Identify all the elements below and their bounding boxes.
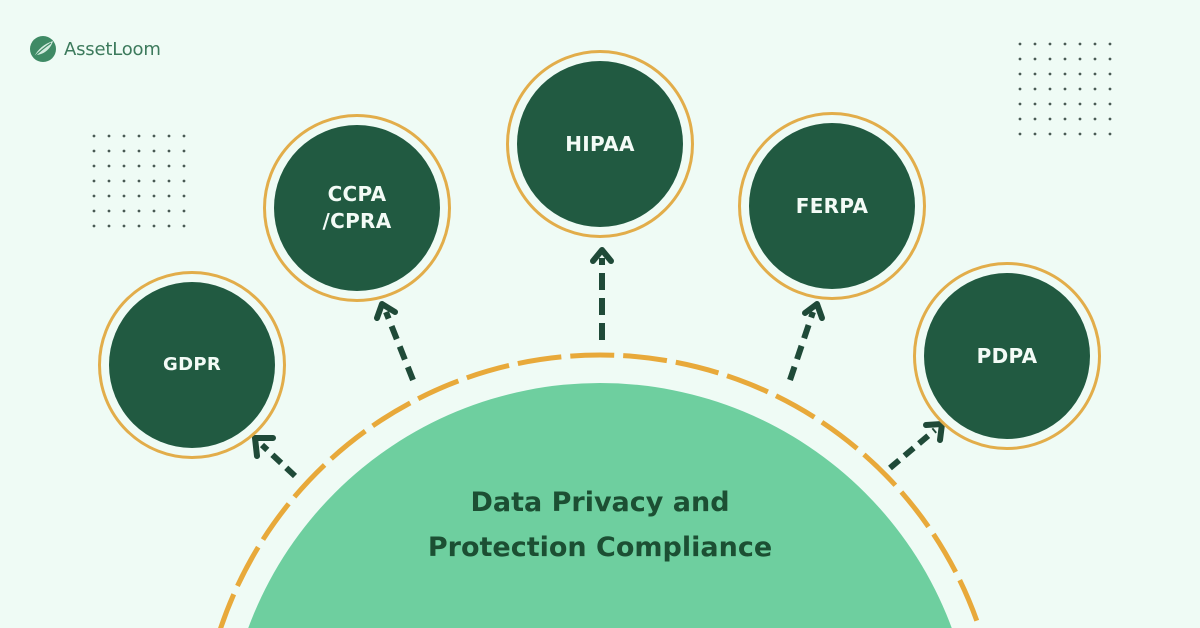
node-ccpa-cpra-label: CCPA /CPRA (322, 182, 392, 233)
node-ferpa-label: FERPA (795, 193, 869, 218)
node-hipaa: HIPAA (506, 50, 694, 238)
node-gdpr-fill: GDPR (109, 282, 275, 448)
dot-grid-right (1018, 42, 1112, 136)
node-pdpa: PDPA (913, 262, 1101, 450)
center-title: Data Privacy and Protection Compliance (300, 480, 900, 570)
node-pdpa-fill: PDPA (924, 273, 1090, 439)
center-hub (248, 383, 952, 628)
node-hipaa-fill: HIPAA (517, 61, 683, 227)
center-dashed-ring (218, 352, 982, 628)
arrow-to-ccpa (374, 301, 416, 382)
arrow-to-ferpa (787, 301, 825, 381)
node-ferpa: FERPA (738, 112, 926, 300)
arrow-to-hipaa (590, 247, 614, 340)
node-ccpa-cpra-fill: CCPA /CPRA (274, 125, 440, 291)
arrow-to-gdpr (252, 435, 298, 479)
leaf-circle-icon (30, 36, 56, 62)
dot-grid-left (92, 134, 186, 228)
brand-name: AssetLoom (64, 38, 161, 60)
arrows (252, 247, 945, 479)
node-ccpa-cpra: CCPA /CPRA (263, 114, 451, 302)
node-hipaa-label: HIPAA (565, 131, 635, 156)
arrow-to-pdpa (888, 421, 945, 471)
center-title-line-2: Protection Compliance (427, 532, 773, 563)
center-title-line-1: Data Privacy and (470, 487, 730, 518)
node-gdpr-label: GDPR (163, 353, 221, 375)
node-ferpa-fill: FERPA (749, 123, 915, 289)
node-pdpa-label: PDPA (976, 343, 1038, 368)
brand-logo: AssetLoom (29, 35, 161, 63)
node-gdpr: GDPR (98, 271, 286, 459)
